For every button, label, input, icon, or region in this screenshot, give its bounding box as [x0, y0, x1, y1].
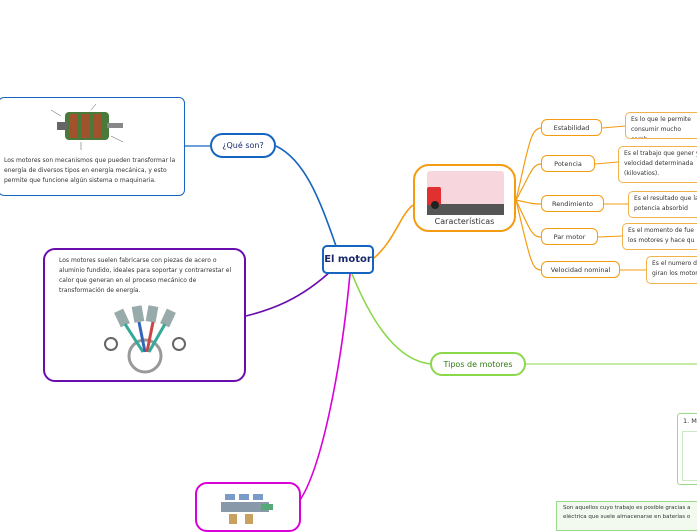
subtopic-velocidad-nominal[interactable]: Velocidad nominal [541, 261, 620, 278]
topic-caracteristicas[interactable]: Características [413, 164, 516, 232]
detail-potencia-text: Es el trabajo que gener y velocidad dete… [624, 150, 697, 177]
subtopic-estabilidad[interactable]: Estabilidad [541, 119, 602, 136]
que-son-card[interactable]: Los motores son mecanismos que pueden tr… [0, 97, 185, 196]
connector-lines [185, 125, 697, 501]
topic-tipos-de-motores[interactable]: Tipos de motores [430, 352, 526, 376]
topic-caracteristicas-label: Características [434, 217, 495, 226]
detail-rendimiento-text: Es el resultado que la potencia absorbid [634, 195, 697, 212]
motores-electricos-title: 1. Mo [683, 417, 697, 425]
truck-image [427, 171, 504, 215]
subtopic-potencia[interactable]: Potencia [541, 155, 595, 172]
motores-electricos-card[interactable]: 1. Mo [677, 413, 697, 485]
topic-tipos-label: Tipos de motores [443, 359, 513, 369]
magenta-card[interactable] [195, 482, 301, 532]
detail-par-motor-text: Es el momento de fue los motores y hace … [628, 227, 695, 244]
subtopic-velocidad-nominal-label: Velocidad nominal [550, 265, 611, 274]
central-topic-label: El motor [324, 254, 372, 265]
subtopic-par-motor-label: Par motor [553, 232, 586, 241]
detail-estabilidad[interactable]: Es lo que le permite consumir mucho comb [625, 112, 697, 139]
engine-pistons-image [104, 305, 186, 374]
subtopic-rendimiento[interactable]: Rendimiento [541, 195, 604, 212]
detail-par-motor[interactable]: Es el momento de fue los motores y hace … [622, 223, 697, 250]
que-son-description: Los motores son mecanismos que pueden tr… [4, 157, 176, 184]
central-topic[interactable]: El motor [322, 245, 374, 274]
motores-electricos-frame [682, 431, 697, 481]
detail-velocidad-nominal-text: Es el numero d giran los motor [652, 260, 697, 277]
detail-rendimiento[interactable]: Es el resultado que la potencia absorbid [628, 191, 697, 218]
materiales-description: Los motores suelen fabricarse con piezas… [59, 257, 232, 294]
subtopic-par-motor[interactable]: Par motor [541, 228, 598, 245]
engine-block-image [221, 494, 273, 524]
detail-estabilidad-text: Es lo que le permite consumir mucho comb [631, 116, 691, 138]
detail-potencia[interactable]: Es el trabajo que gener y velocidad dete… [618, 146, 697, 183]
motores-electricos-description-box[interactable]: Son aquellos cuyo trabajo es posible gra… [556, 501, 697, 531]
materiales-card[interactable]: Los motores suelen fabricarse con piezas… [43, 248, 246, 382]
motores-electricos-description: Son aquellos cuyo trabajo es posible gra… [563, 505, 691, 520]
topic-que-son[interactable]: ¿Qué son? [210, 133, 276, 158]
subtopic-potencia-label: Potencia [554, 159, 582, 168]
subtopic-estabilidad-label: Estabilidad [553, 123, 590, 132]
subtopic-rendimiento-label: Rendimiento [551, 199, 594, 208]
motor-diagram-image [51, 103, 124, 150]
topic-que-son-label: ¿Qué son? [222, 141, 264, 150]
detail-velocidad-nominal[interactable]: Es el numero d giran los motor [646, 256, 697, 284]
